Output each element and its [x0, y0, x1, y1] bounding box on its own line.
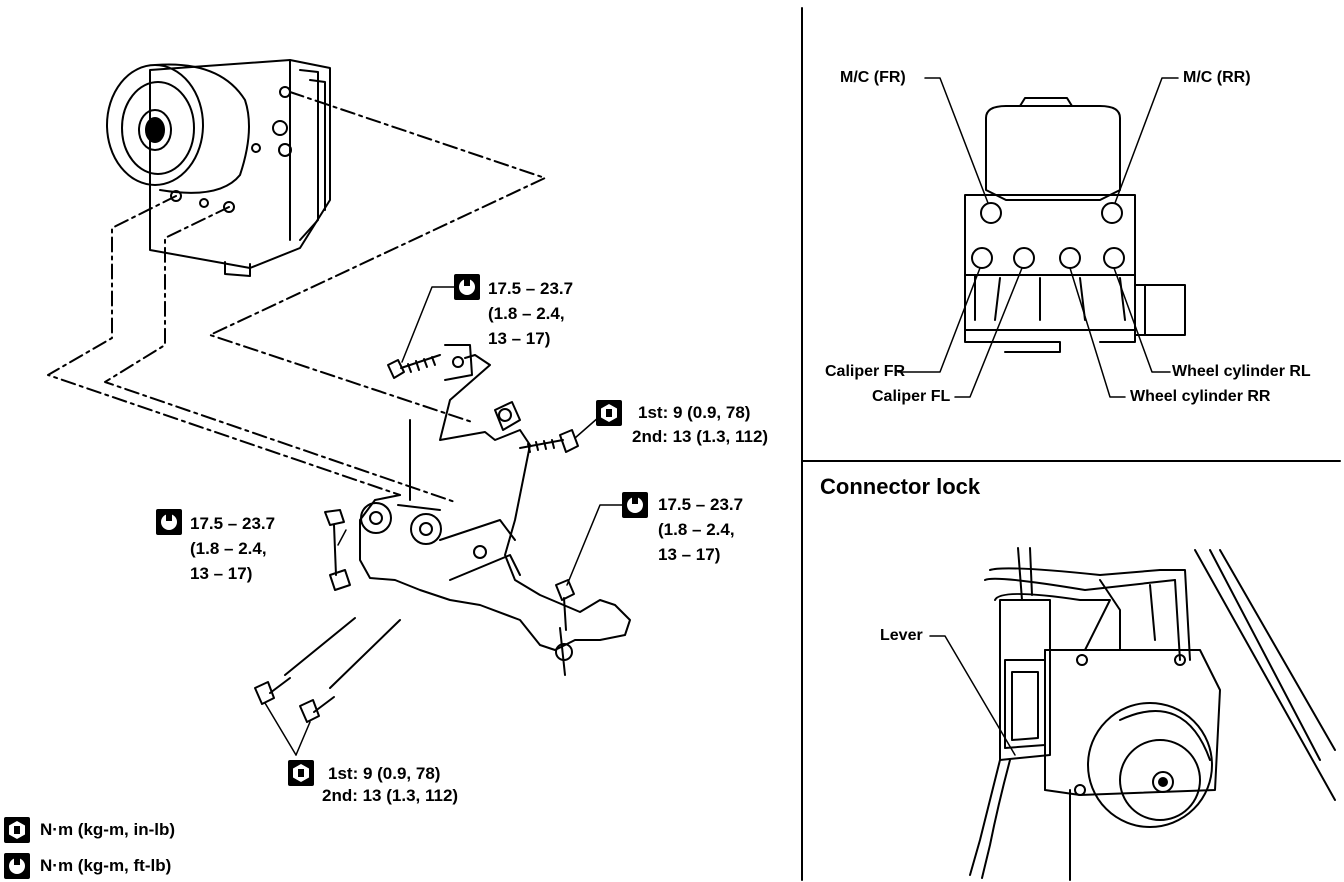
label-mc-rr: M/C (RR)	[1183, 69, 1251, 86]
leader-line-lever	[929, 635, 1016, 756]
leader-lines-ports	[897, 77, 1179, 398]
torque-first-pass: 1st: 9 (0.9, 78)	[328, 764, 441, 783]
port-view-unit	[964, 97, 1186, 353]
label-mc-fr: M/C (FR)	[840, 69, 906, 86]
torque-value-ftlb: 13 – 17)	[658, 545, 721, 564]
label-caliper-fl: Caliper FL	[872, 388, 951, 405]
torque-value-kgm: (1.8 – 2.4,	[488, 304, 565, 323]
torque-first-pass: 1st: 9 (0.9, 78)	[638, 403, 751, 422]
torque-second-pass: 2nd: 13 (1.3, 112)	[632, 427, 769, 446]
torque-value: 17.5 – 23.7	[190, 514, 276, 533]
connector-lock-view	[969, 547, 1336, 881]
torque-value-kgm: (1.8 – 2.4,	[658, 520, 735, 539]
legend-item-in-lb: N·m (kg-m, in-lb)	[40, 820, 176, 839]
torque-wrench-icon	[4, 853, 30, 879]
mounting-bracket	[329, 344, 631, 676]
label-caliper-fr: Caliper FR	[825, 363, 906, 380]
leader-lines-left	[264, 286, 623, 756]
torque-wrench-icon	[156, 509, 182, 535]
connector-lock-title: Connector lock	[820, 474, 981, 499]
torque-wrench-icon	[4, 817, 30, 843]
port-caliper-fl	[1013, 247, 1035, 269]
torque-value-ftlb: 13 – 17)	[190, 564, 253, 583]
bolts	[254, 354, 579, 723]
torque-wrench-icon	[454, 274, 480, 300]
torque-value: 17.5 – 23.7	[488, 279, 574, 298]
label-lever: Lever	[880, 627, 923, 644]
torque-wrench-icon	[596, 400, 622, 426]
torque-value: 17.5 – 23.7	[658, 495, 744, 514]
torque-second-pass: 2nd: 13 (1.3, 112)	[322, 786, 459, 805]
port-wheel-cyl-rr	[1059, 247, 1081, 269]
port-wheel-cyl-rl	[1103, 247, 1125, 269]
torque-value-kgm: (1.8 – 2.4,	[190, 539, 267, 558]
label-wheel-cylinder-rr: Wheel cylinder RR	[1130, 388, 1271, 405]
label-wheel-cylinder-rl: Wheel cylinder RL	[1172, 363, 1311, 380]
legend-item-ft-lb: N·m (kg-m, ft-lb)	[40, 856, 172, 875]
torque-value-ftlb: 13 – 17)	[488, 329, 551, 348]
torque-wrench-icon	[288, 760, 314, 786]
torque-wrench-icon	[622, 492, 648, 518]
port-mc-rr	[1101, 202, 1123, 224]
alignment-lines	[47, 91, 546, 503]
port-caliper-fr	[971, 247, 993, 269]
abs-actuator-unit	[106, 59, 331, 277]
port-mc-fr	[980, 202, 1002, 224]
